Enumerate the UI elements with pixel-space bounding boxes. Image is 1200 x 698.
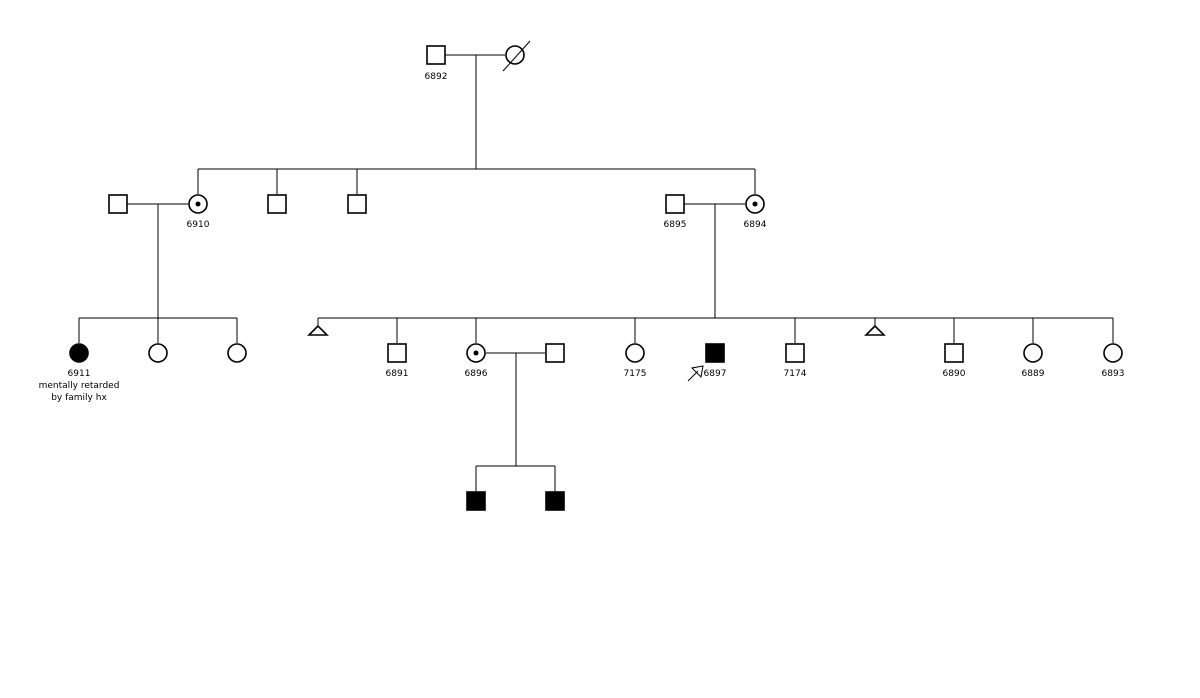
id-label: 6894 — [744, 220, 767, 230]
miscarriage-triangle — [307, 324, 329, 336]
id-label: 7174 — [784, 369, 807, 379]
male-symbol — [108, 194, 128, 214]
proband-arrow — [687, 365, 704, 382]
affected-female-symbol — [69, 343, 89, 363]
id-label: 6892 — [425, 72, 448, 82]
id-label: 6896 — [465, 369, 488, 379]
carrier-dot — [195, 201, 201, 207]
female-symbol — [148, 343, 168, 363]
male-symbol — [785, 343, 805, 363]
male-symbol — [267, 194, 287, 214]
deceased-slash — [502, 40, 531, 72]
male-symbol — [347, 194, 367, 214]
female-symbol — [227, 343, 247, 363]
female-symbol — [625, 343, 645, 363]
carrier-dot — [752, 201, 758, 207]
affected-male-symbol — [705, 343, 725, 363]
male-symbol — [426, 45, 446, 65]
male-symbol — [387, 343, 407, 363]
female-symbol — [1103, 343, 1123, 363]
male-symbol — [944, 343, 964, 363]
annotation-line: mentally retarded — [39, 381, 120, 391]
miscarriage-triangle — [864, 324, 886, 336]
id-label: 6897 — [704, 369, 727, 379]
id-label: 6895 — [664, 220, 687, 230]
affected-male-symbol — [466, 491, 486, 511]
annotation-line: by family hx — [51, 393, 107, 403]
male-symbol — [545, 343, 565, 363]
carrier-dot — [473, 350, 479, 356]
id-label: 6889 — [1022, 369, 1045, 379]
id-label: 6910 — [187, 220, 210, 230]
id-label: 7175 — [624, 369, 647, 379]
id-label: 6891 — [386, 369, 409, 379]
id-label: 6911 — [68, 369, 91, 379]
male-symbol — [665, 194, 685, 214]
id-label: 6893 — [1102, 369, 1125, 379]
female-symbol — [505, 45, 525, 65]
female-symbol — [1023, 343, 1043, 363]
id-label: 6890 — [943, 369, 966, 379]
affected-male-symbol — [545, 491, 565, 511]
pedigree-lines — [78, 54, 1114, 491]
